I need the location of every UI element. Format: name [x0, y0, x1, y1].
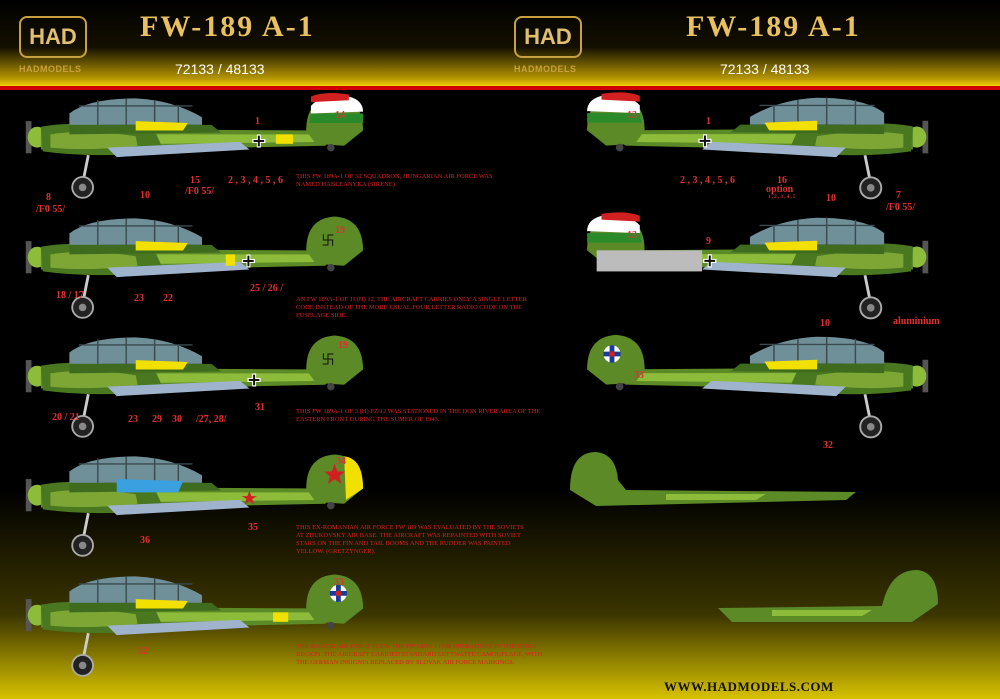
- tail-boom-part: [718, 570, 938, 622]
- profile-caption: This ex-Romanian air force FW 189 was ev…: [296, 524, 524, 555]
- callout-number: 31: [255, 402, 265, 413]
- callout-number: /27, 28/: [196, 414, 227, 425]
- callout-number: 25 / 26 /: [250, 283, 284, 294]
- callout-number: 9: [706, 236, 711, 247]
- aircraft-profile-luftwaffe-a: 卐: [22, 212, 382, 327]
- callout-number: option: [766, 184, 794, 195]
- kit-code: 72133 / 48133: [720, 61, 810, 77]
- callout-number: 33: [634, 370, 644, 381]
- had-logo: HAD: [19, 16, 87, 58]
- had-logo: HAD: [514, 16, 582, 58]
- callout-number: 18 / 17: [56, 290, 84, 301]
- callout-number: 2 , 3 , 4 , 5 , 6: [228, 175, 283, 186]
- profile-caption: An FW 189A-1 of 1I (H) 12. The aircraft …: [296, 296, 527, 319]
- callout-number: 16: [777, 175, 787, 186]
- aircraft-profile-hungarian-right: [560, 92, 940, 207]
- profile-caption: This FW 189A-1 of 3.(H) PZ/12 was statio…: [296, 408, 541, 423]
- callout-number: 19: [335, 225, 345, 236]
- callout-number: /F0 55/: [886, 202, 916, 213]
- header-divider: [0, 86, 1000, 90]
- aircraft-profile-luftwaffe-h1: 卐: [22, 331, 382, 446]
- aircraft-profile-hungarian: [22, 93, 382, 207]
- sheet-title: FW-189 A-1: [140, 10, 315, 43]
- callout-number: aluminium: [893, 316, 940, 327]
- sheet-title: FW-189 A-1: [686, 10, 861, 43]
- callout-number: 7: [896, 190, 901, 201]
- callout-number: /F0 55/: [185, 186, 215, 197]
- aircraft-profile-luftwaffe-right: [560, 212, 940, 327]
- callout-number: 8: [46, 192, 51, 203]
- callout-number: 13: [627, 110, 637, 121]
- callout-number: 34: [336, 456, 346, 467]
- tail-boom-part: [570, 452, 856, 506]
- aircraft-profile-slovak: [22, 570, 382, 685]
- callout-number: 35: [248, 522, 258, 533]
- callout-number: 23: [128, 414, 138, 425]
- callout-number: 14: [335, 110, 345, 121]
- callout-number: 19: [338, 340, 348, 351]
- callout-number: 10: [826, 193, 836, 204]
- brand-label: HADMODELS: [514, 64, 577, 74]
- callout-number: 13: [627, 230, 637, 241]
- brand-label: HADMODELS: [19, 64, 82, 74]
- callout-number: /F0 55/: [36, 204, 66, 215]
- callout-number: 22: [163, 293, 173, 304]
- profile-caption: This FW 189A-1 of 3/I Squadron, Hungaria…: [296, 173, 493, 188]
- svg-text:卐: 卐: [321, 233, 334, 249]
- callout-number: 1 , 2 , 3 , 4 , 5: [768, 195, 796, 200]
- callout-number: 32: [138, 646, 148, 657]
- callout-number: 36: [140, 535, 150, 546]
- callout-number: 1: [706, 116, 711, 127]
- callout-number: 23: [134, 293, 144, 304]
- callout-number: 15: [190, 175, 200, 186]
- header-banner: [0, 0, 1000, 86]
- website-url[interactable]: WWW.HADMODELS.COM: [664, 679, 834, 694]
- callout-number: 2 , 3 , 4 , 5 , 6: [680, 175, 735, 186]
- kit-code: 72133 / 48133: [175, 61, 265, 77]
- profile-caption: The Slovak air force flew the FW 189A-1 …: [296, 643, 543, 666]
- callout-number: 10: [820, 318, 830, 329]
- callout-number: 1: [255, 116, 260, 127]
- aircraft-profile-soviet: [22, 450, 382, 565]
- aircraft-profile-slovak-right: [560, 331, 940, 446]
- callout-number: 20 / 21: [52, 412, 80, 423]
- callout-number: 33: [334, 577, 344, 588]
- callout-number: 29: [152, 414, 162, 425]
- callout-number: 30: [172, 414, 182, 425]
- svg-text:卐: 卐: [321, 352, 334, 368]
- callout-number: 32: [823, 440, 833, 451]
- callout-number: 10: [140, 190, 150, 201]
